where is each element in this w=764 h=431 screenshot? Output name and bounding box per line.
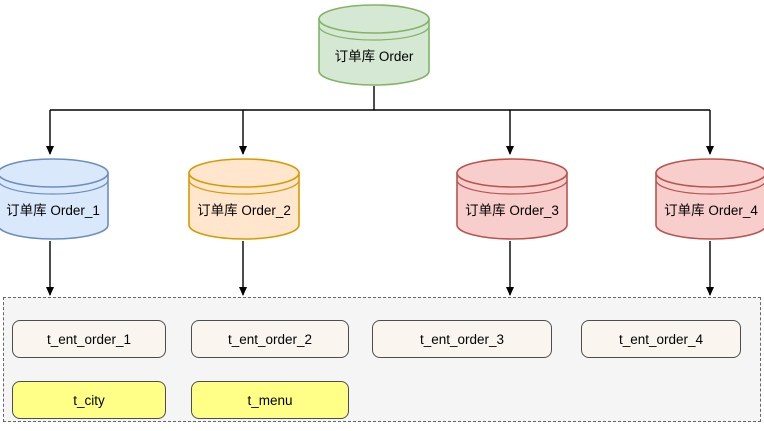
db-node-label: 订单库 Order_1	[6, 203, 100, 218]
table-node-label: t_ent_order_3	[419, 331, 505, 347]
cylinder-shape	[318, 4, 430, 86]
table-node-label: t_menu	[247, 392, 293, 408]
db-node-label: 订单库 Order	[334, 49, 414, 64]
table-node-label: t_ent_order_4	[618, 331, 704, 347]
db-node-order-2[interactable]: 订单库 Order_2	[188, 158, 300, 240]
cylinder-shape	[0, 158, 109, 240]
table-node-label: t_ent_order_2	[227, 331, 313, 347]
table-node-t-ent-order-1[interactable]: t_ent_order_1	[12, 320, 166, 358]
table-node-t-menu[interactable]: t_menu	[191, 381, 349, 419]
db-node-label: 订单库 Order_2	[197, 203, 291, 218]
cylinder-shape	[456, 158, 568, 240]
db-node-order-root[interactable]: 订单库 Order	[318, 4, 430, 86]
table-node-label: t_ent_order_1	[46, 331, 132, 347]
db-node-order-4[interactable]: 订单库 Order_4	[655, 158, 764, 240]
table-node-t-city[interactable]: t_city	[12, 381, 166, 419]
db-node-label: 订单库 Order_4	[664, 203, 758, 218]
table-node-t-ent-order-3[interactable]: t_ent_order_3	[372, 320, 552, 358]
table-node-t-ent-order-2[interactable]: t_ent_order_2	[191, 320, 349, 358]
cylinder-shape	[188, 158, 300, 240]
table-node-label: t_city	[73, 392, 105, 408]
db-node-order-1[interactable]: 订单库 Order_1	[0, 158, 109, 240]
db-node-order-3[interactable]: 订单库 Order_3	[456, 158, 568, 240]
db-node-label: 订单库 Order_3	[465, 203, 559, 218]
tables-group-container: t_ent_order_1 t_ent_order_2 t_ent_order_…	[3, 297, 761, 422]
table-node-t-ent-order-4[interactable]: t_ent_order_4	[581, 320, 741, 358]
cylinder-shape	[655, 158, 764, 240]
